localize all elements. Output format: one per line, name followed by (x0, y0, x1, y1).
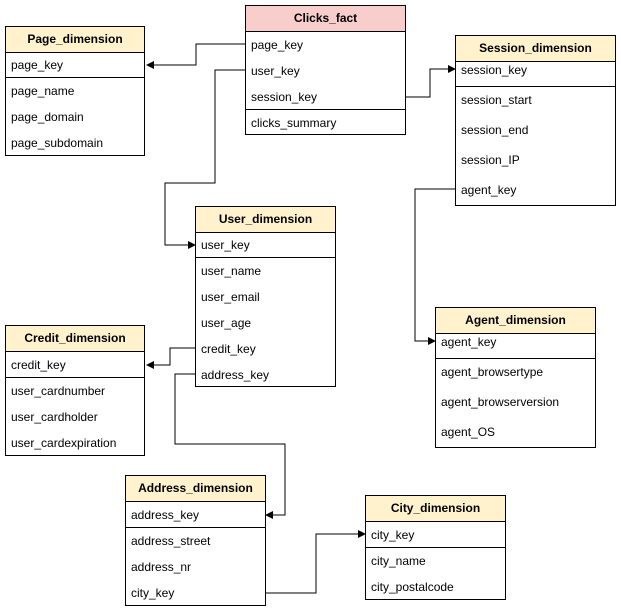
page-dimension-page-domain: page_domain (11, 110, 84, 124)
credit-dimension-user-cardholder: user_cardholder (11, 410, 98, 424)
connector-page-key (146, 43, 245, 69)
connector-user-key (164, 69, 245, 249)
agent-dimension-agent-key: agent_key (441, 335, 497, 349)
address-dimension-title: Address_dimension (126, 476, 265, 502)
connector-agent-key (414, 188, 455, 345)
page-dimension-page-name: page_name (11, 84, 75, 98)
session-dimension-title: Session_dimension (456, 36, 615, 62)
address-dimension-city-key: city_key (131, 586, 175, 600)
clicks-fact-clicks-summary: clicks_summary (251, 116, 337, 130)
user-dimension-credit-key: credit_key (201, 342, 256, 356)
session-dimension-session-end: session_end (461, 123, 529, 137)
page-dimension-page-subdomain: page_subdomain (11, 136, 104, 150)
user-dimension-divider (196, 257, 335, 258)
clicks-fact-table: Clicks_fact page_key user_key session_ke… (245, 5, 406, 135)
address-dimension-address-street: address_street (131, 534, 211, 548)
city-dimension-table: City_dimension city_key city_name city_p… (365, 495, 506, 600)
credit-dimension-user-cardnumber: user_cardnumber (11, 384, 106, 398)
user-dimension-user-key: user_key (201, 238, 250, 252)
connector-session-key (406, 65, 456, 98)
page-dimension-title: Page_dimension (6, 27, 144, 53)
agent-dimension-agent-browserversion: agent_browserversion (441, 395, 560, 409)
agent-dimension-agent-os: agent_OS (441, 425, 496, 439)
session-dimension-table: Session_dimension session_key session_st… (455, 35, 616, 206)
session-dimension-divider (456, 86, 615, 87)
credit-dimension-title: Credit_dimension (6, 326, 144, 352)
address-dimension-address-nr: address_nr (131, 560, 192, 574)
session-dimension-session-start: session_start (461, 93, 532, 107)
city-dimension-city-key: city_key (371, 528, 415, 542)
connector-city-key (266, 530, 366, 594)
address-dimension-table: Address_dimension address_key address_st… (125, 475, 266, 606)
user-dimension-title: User_dimension (196, 207, 335, 233)
page-dimension-table: Page_dimension page_key page_name page_d… (5, 26, 145, 156)
session-dimension-agent-key: agent_key (461, 183, 517, 197)
connector-address-key (174, 373, 286, 519)
agent-dimension-table: Agent_dimension agent_key agent_browsert… (435, 307, 596, 448)
session-dimension-session-ip: session_IP (461, 153, 520, 167)
address-dimension-divider (126, 527, 265, 528)
credit-dimension-credit-key: credit_key (11, 358, 66, 372)
page-dimension-divider (6, 77, 144, 78)
user-dimension-user-age: user_age (201, 316, 252, 330)
city-dimension-divider (366, 547, 505, 548)
address-dimension-address-key: address_key (131, 508, 200, 522)
credit-dimension-table: Credit_dimension credit_key user_cardnum… (5, 325, 145, 456)
agent-dimension-title: Agent_dimension (436, 308, 595, 334)
credit-dimension-user-cardexpiration: user_cardexpiration (11, 436, 117, 450)
connector-credit-key (146, 347, 195, 369)
agent-dimension-agent-browsertype: agent_browsertype (441, 365, 544, 379)
city-dimension-city-postalcode: city_postalcode (371, 580, 454, 594)
clicks-fact-title: Clicks_fact (246, 6, 405, 32)
clicks-fact-divider (246, 109, 405, 110)
user-dimension-user-email: user_email (201, 290, 260, 304)
clicks-fact-user-key: user_key (251, 64, 300, 78)
page-dimension-page-key: page_key (11, 58, 64, 72)
session-dimension-session-key: session_key (461, 63, 528, 77)
clicks-fact-session-key: session_key (251, 90, 318, 104)
city-dimension-title: City_dimension (366, 496, 505, 522)
clicks-fact-page-key: page_key (251, 38, 304, 52)
credit-dimension-divider (6, 377, 144, 378)
user-dimension-address-key: address_key (201, 368, 270, 382)
agent-dimension-divider (436, 358, 595, 359)
city-dimension-city-name: city_name (371, 554, 426, 568)
user-dimension-user-name: user_name (201, 264, 262, 278)
user-dimension-table: User_dimension user_key user_name user_e… (195, 206, 336, 387)
